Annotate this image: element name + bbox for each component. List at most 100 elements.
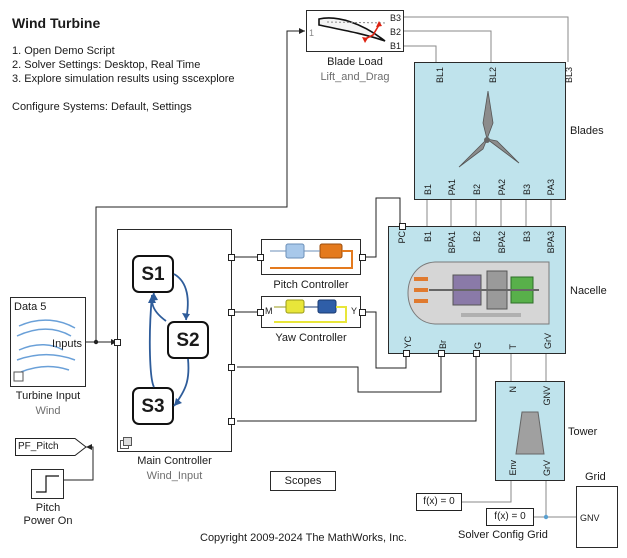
nacelle-port-b3: B3: [522, 231, 532, 243]
nacelle-g-connector: [473, 350, 480, 357]
state-s1[interactable]: S1: [132, 255, 174, 293]
state-transitions: [148, 273, 190, 407]
nacelle-port-b2: B2: [472, 231, 482, 243]
tower-port-gnv: GNV: [542, 386, 552, 406]
nacelle-port-bpa1: BPA1: [447, 231, 457, 254]
step-explore-results[interactable]: 3. Explore simulation results using ssce…: [12, 73, 235, 85]
nacelle-br-connector: [438, 350, 445, 357]
solver-config-grid-label: Solver Config Grid: [458, 529, 548, 541]
configure-systems-link[interactable]: Configure Systems: Default, Settings: [12, 101, 192, 113]
nacelle-port-yc: YC: [403, 336, 413, 349]
tower-label: Tower: [568, 426, 598, 438]
solver-fx-block-1[interactable]: f(x) = 0: [416, 493, 462, 511]
model-title: Wind Turbine: [12, 15, 101, 31]
turbine-input-port: Inputs: [52, 338, 82, 350]
airfoil-icon: [318, 17, 388, 43]
nacelle-port-g: G: [473, 341, 483, 349]
pitch-controller-out-connector: [359, 254, 366, 261]
turbine-input-label: Turbine Input: [15, 390, 81, 402]
blades-port-b1: B1: [423, 183, 433, 195]
pitch-controller-in-connector: [257, 254, 264, 261]
scopes-label: Scopes: [284, 475, 322, 487]
yaw-controller-in-connector: [257, 309, 264, 316]
copyright-text: Copyright 2009-2024 The MathWorks, Inc.: [200, 532, 407, 544]
yaw-controller-port-y: Y: [350, 306, 357, 316]
nacelle-port-bpa2: BPA2: [497, 231, 507, 254]
nacelle-port-pc: PC: [397, 231, 407, 244]
pf-pitch-label: PF_Pitch: [18, 441, 59, 452]
blades-port-pa1: PA1: [447, 178, 457, 195]
subsystem-badge-icon: [120, 437, 132, 449]
main-controller-block[interactable]: S1 S2 S3: [114, 229, 235, 452]
pf-pitch-goto-block[interactable]: PF_Pitch: [15, 438, 87, 456]
nacelle-port-br: Br: [438, 340, 448, 349]
blade-load-port-b1: B1: [389, 41, 401, 51]
pitch-power-on-label-line1: Pitch: [35, 502, 61, 514]
wind-icon: [13, 319, 76, 382]
main-controller-brake-connector: [228, 364, 235, 371]
main-controller-label: Main Controller: [137, 455, 212, 467]
blades-port-bl1: BL1: [435, 67, 445, 84]
grid-port-gnv: GNV: [580, 513, 600, 523]
blades-port-pa3: PA3: [546, 178, 556, 195]
yaw-controller-icon: [274, 299, 347, 323]
blade-load-port-b3: B3: [389, 13, 401, 23]
tower-block[interactable]: N GNV Env GrV: [495, 381, 565, 481]
blades-port-pa2: PA2: [497, 178, 507, 195]
solver-fx-label-2: f(x) = 0: [494, 511, 526, 522]
tower-port-n: N: [508, 386, 518, 393]
turbine-input-header: Data 5: [14, 301, 47, 313]
blade-load-label: Blade Load: [327, 56, 383, 68]
blade-load-port-b2: B2: [389, 27, 401, 37]
rotor-icon: [458, 90, 520, 168]
solver-fx-label-1: f(x) = 0: [423, 496, 455, 507]
yaw-controller-block[interactable]: M Y: [261, 296, 361, 328]
blades-port-bl3: BL3: [564, 67, 574, 84]
yaw-controller-port-m: M: [265, 306, 273, 316]
main-controller-sublabel: Wind_Input: [146, 470, 203, 482]
step-open-demo-script[interactable]: 1. Open Demo Script: [12, 45, 115, 57]
tower-icon: [515, 411, 545, 455]
state-s2[interactable]: S2: [167, 321, 209, 359]
main-controller-in-connector: [114, 339, 121, 346]
blade-load-sublabel: Lift_and_Drag: [320, 71, 390, 83]
nacelle-pc-connector: [399, 223, 406, 230]
main-controller-yaw-connector: [228, 309, 235, 316]
blades-label: Blades: [570, 125, 604, 137]
step-icon: [36, 475, 59, 493]
solver-fx-block-2[interactable]: f(x) = 0: [486, 508, 534, 526]
scopes-button[interactable]: Scopes: [270, 471, 336, 491]
main-controller-gen-connector: [228, 418, 235, 425]
pitch-power-on-block[interactable]: [31, 469, 64, 499]
blades-block[interactable]: BL1 BL2 BL3 B1 PA1 B2 PA2 B3 PA3: [414, 62, 574, 200]
state-s3[interactable]: S3: [132, 387, 174, 425]
pitch-controller-label: Pitch Controller: [273, 279, 349, 291]
blades-port-b2: B2: [472, 183, 482, 195]
nacelle-port-b1: B1: [423, 231, 433, 243]
nacelle-icon: [407, 261, 550, 325]
tower-port-env: Env: [508, 460, 518, 476]
turbine-input-block[interactable]: Data 5 Inputs: [10, 297, 86, 387]
step-solver-settings[interactable]: 2. Solver Settings: Desktop, Real Time: [12, 59, 201, 71]
blade-load-block[interactable]: 1 B3 B2 B1: [306, 10, 404, 52]
nacelle-port-grv: GrV: [543, 332, 553, 349]
blade-load-input-port: 1: [309, 28, 315, 38]
blades-port-bl2: BL2: [488, 67, 498, 84]
nacelle-yc-connector: [403, 350, 410, 357]
blades-port-b3: B3: [522, 183, 532, 195]
pitch-controller-icon: [270, 243, 353, 269]
nacelle-port-t: T: [508, 343, 518, 350]
main-controller-pitch-connector: [228, 254, 235, 261]
nacelle-label: Nacelle: [570, 285, 607, 297]
pitch-controller-block[interactable]: [261, 239, 361, 275]
grid-label: Grid: [585, 471, 606, 483]
goto-tag-icon: [15, 438, 87, 456]
nacelle-block[interactable]: PC B1 BPA1 B2 BPA2 B3 BPA3 YC Br G T GrV: [388, 223, 566, 357]
nacelle-port-bpa3: BPA3: [546, 231, 556, 254]
tower-port-grv: GrV: [542, 459, 552, 476]
turbine-input-sublabel: Wind: [35, 405, 61, 417]
pitch-power-on-label-line2: Power On: [23, 515, 73, 527]
grid-block[interactable]: GNV: [576, 486, 618, 548]
yaw-controller-label: Yaw Controller: [275, 332, 347, 344]
